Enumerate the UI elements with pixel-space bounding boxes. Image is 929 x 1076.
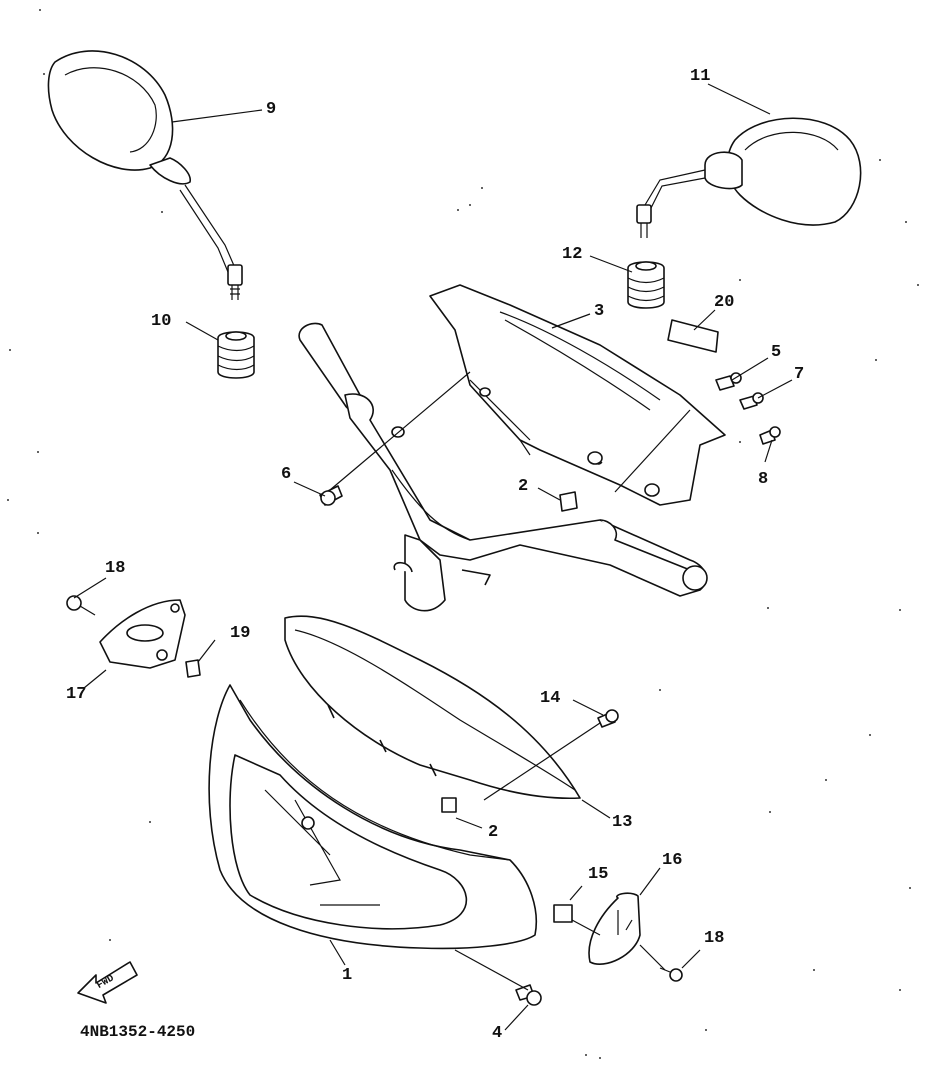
callout-14: 14	[540, 689, 561, 708]
callout-19: 19	[230, 624, 251, 643]
leader-lines	[73, 83, 793, 1031]
callout-18-left: 18	[105, 559, 126, 578]
mirror-cushion-12	[627, 261, 665, 309]
bracket-16	[553, 892, 683, 982]
screws-lower	[441, 709, 619, 1006]
callout-11: 11	[690, 67, 711, 86]
callout-6: 6	[281, 465, 292, 484]
callout-5: 5	[771, 343, 782, 362]
mirror-cushion-10	[217, 331, 255, 379]
callout-17: 17	[66, 685, 87, 704]
fwd-arrow-icon	[77, 961, 138, 1004]
diagram-code: 4NB1352-4250	[80, 1023, 196, 1041]
left-mirror	[47, 50, 243, 300]
right-mirror	[636, 117, 862, 238]
front-cover-1	[208, 684, 538, 950]
callout-10: 10	[151, 312, 172, 331]
callout-2-lower: 2	[488, 823, 499, 842]
callout-9: 9	[266, 100, 277, 119]
callout-13: 13	[612, 813, 633, 832]
callout-2-upper: 2	[518, 477, 529, 496]
handlebar	[298, 322, 708, 612]
callout-18-right: 18	[704, 929, 725, 948]
callout-1: 1	[342, 966, 353, 985]
label-plate-20	[667, 319, 719, 353]
callout-3: 3	[594, 302, 605, 321]
windshield-13	[284, 615, 581, 800]
callout-16: 16	[662, 851, 683, 870]
bracket-17	[66, 595, 201, 678]
callout-7: 7	[794, 365, 805, 384]
handle-cover-3	[429, 284, 726, 506]
callout-8: 8	[758, 470, 769, 489]
callout-4: 4	[492, 1024, 503, 1043]
scan-specks	[7, 9, 919, 1059]
callout-15: 15	[588, 865, 609, 884]
callout-12: 12	[562, 245, 583, 264]
callout-20: 20	[714, 293, 735, 312]
